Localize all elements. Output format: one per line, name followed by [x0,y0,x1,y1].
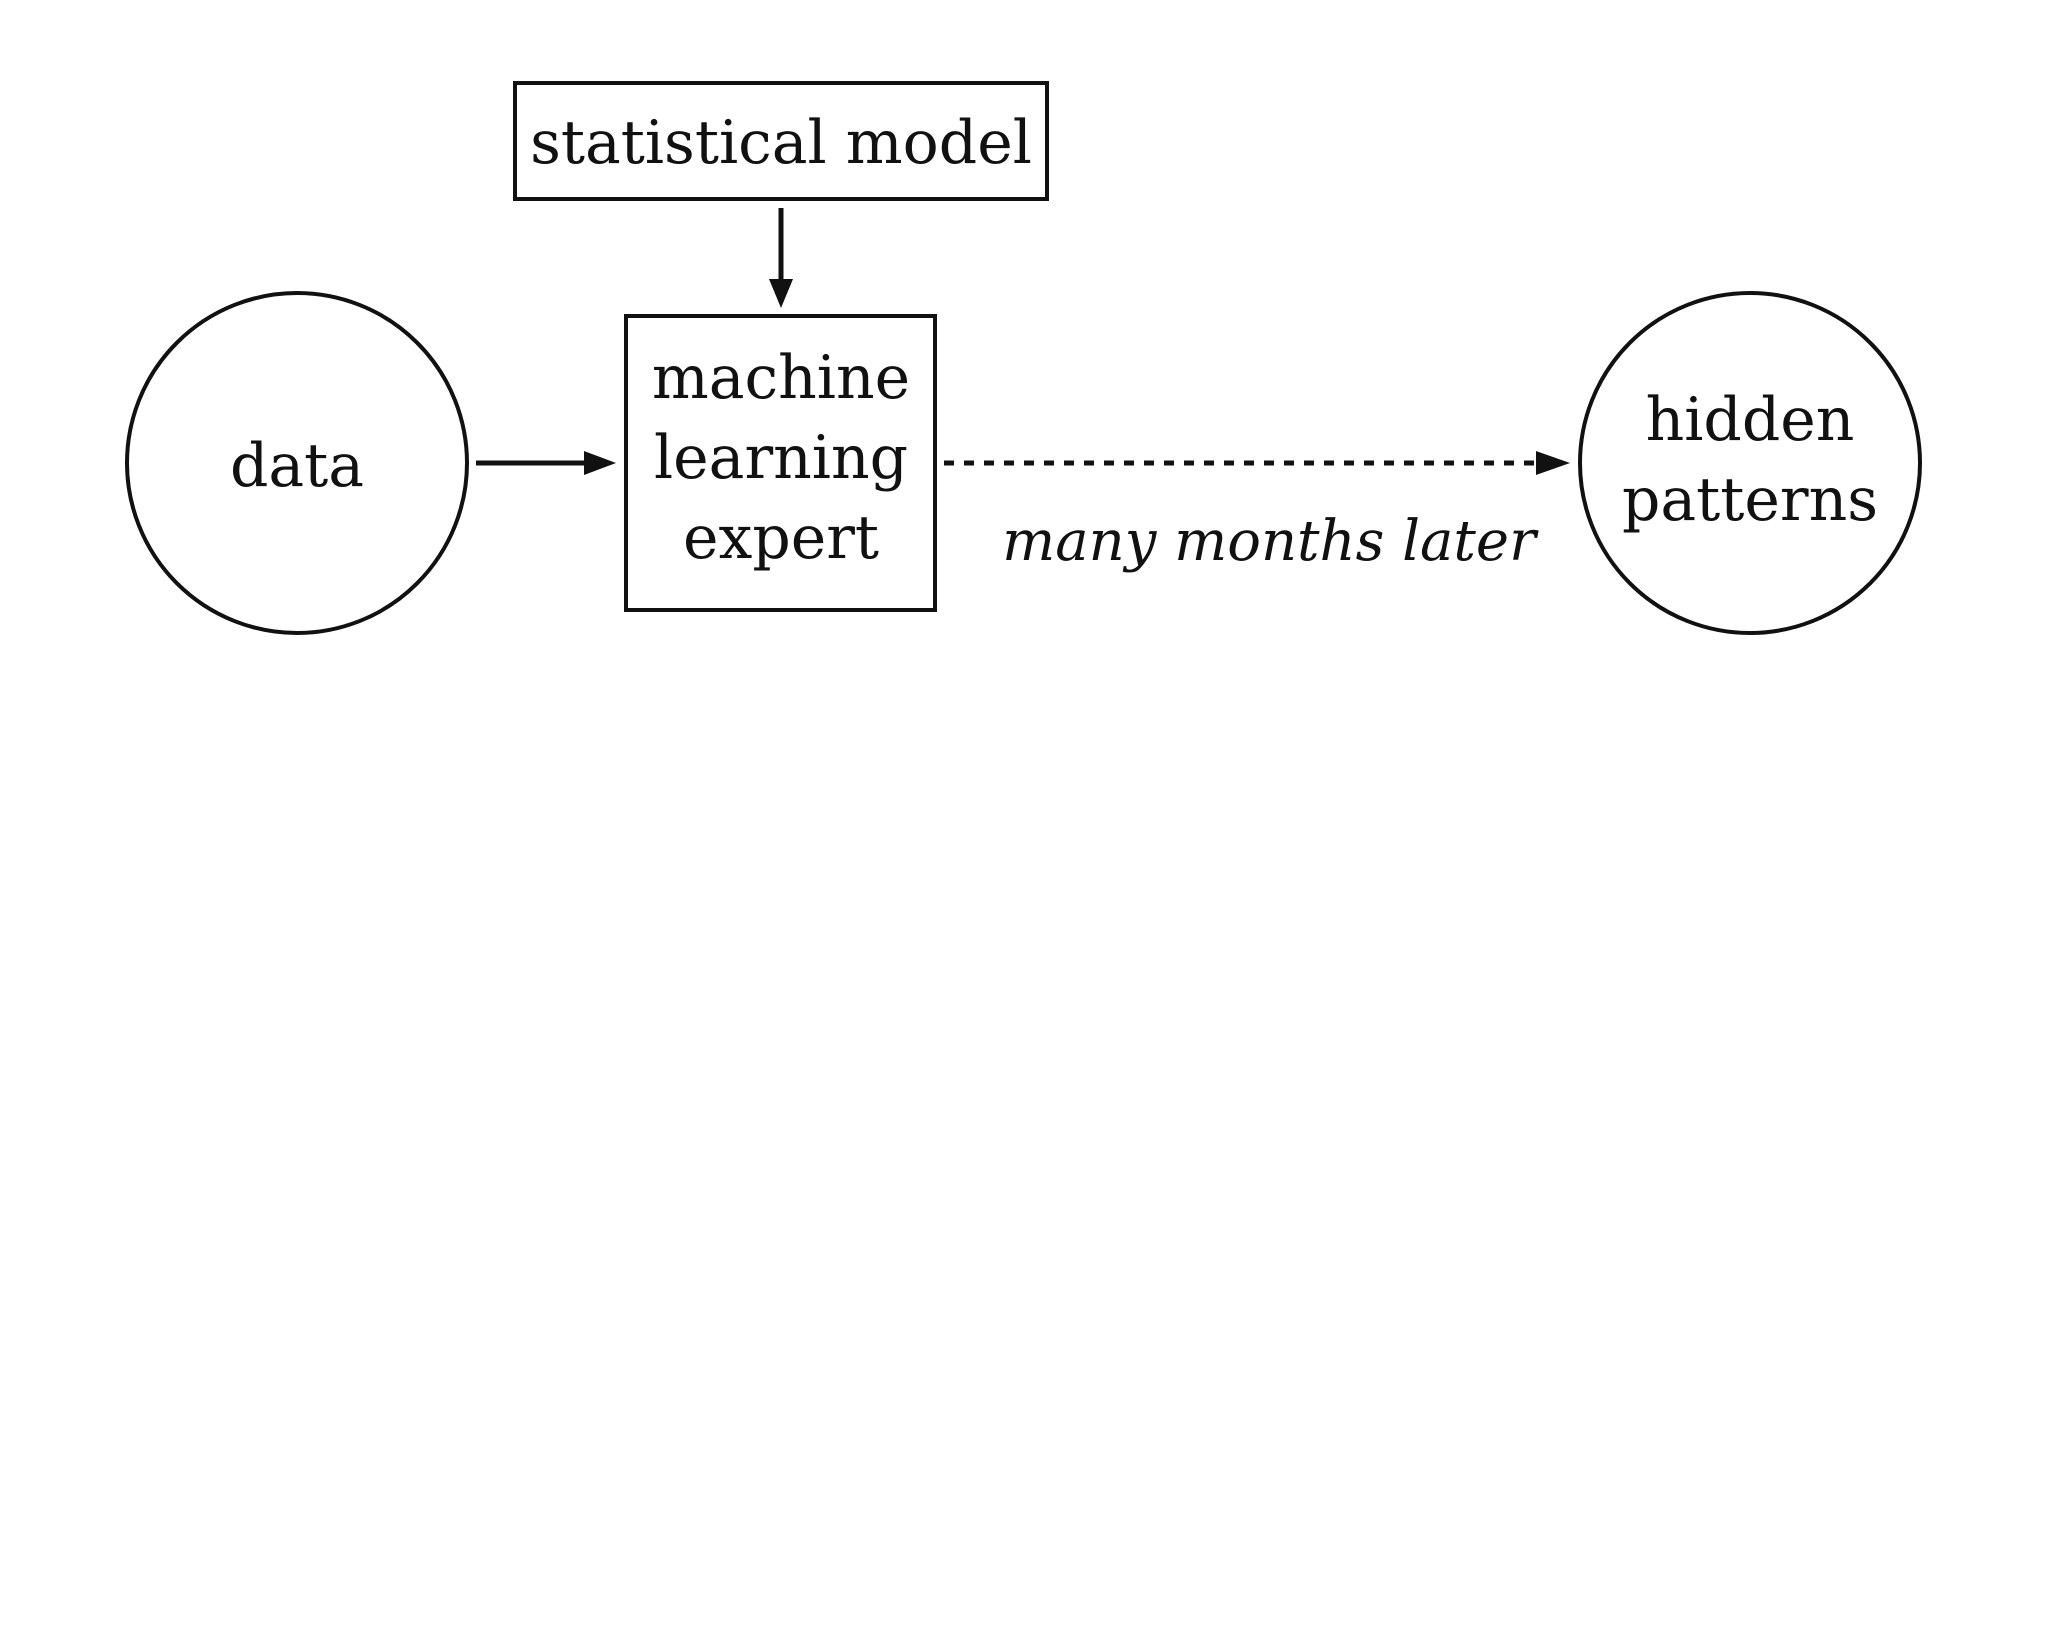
data-circle [125,291,469,635]
edge-model-to-expert [769,208,793,308]
hidden-patterns-node: hidden patterns [1578,291,1922,635]
statistical-model-label: statistical model [530,108,1032,178]
edge-expert-to-patterns-arrowhead [1536,451,1570,475]
edge-expert-to-patterns-label: many months later [1002,509,1539,574]
ml-expert-label-line-3: expert [683,503,879,573]
ml-expert-box [624,314,937,612]
ml-expert-node: machine learning expert [624,314,937,612]
edge-data-to-expert [476,451,616,475]
ml-expert-label-line-1: machine [652,343,910,413]
hidden-patterns-label-line-2: patterns [1622,465,1878,535]
data-node: data [125,291,469,635]
data-label: data [230,431,364,501]
edge-model-to-expert-arrowhead [769,279,793,308]
ml-expert-label-line-2: learning [654,423,908,493]
edge-data-to-expert-arrowhead [584,451,616,475]
edge-expert-to-patterns: many months later [944,451,1570,574]
statistical-model-node: statistical model [513,81,1049,201]
hidden-patterns-label-line-1: hidden [1646,385,1855,455]
statistical-model-box [513,81,1049,201]
hidden-patterns-circle [1578,291,1922,635]
